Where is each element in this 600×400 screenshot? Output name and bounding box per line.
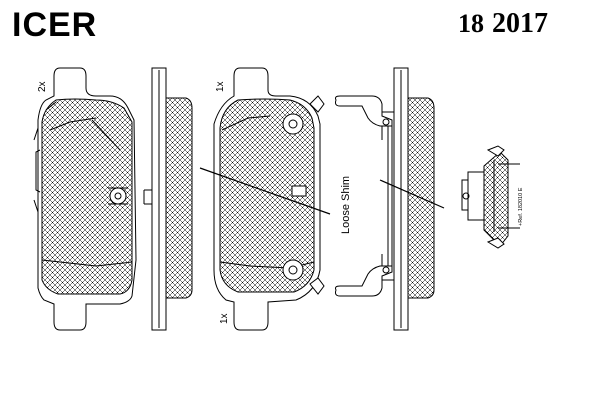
section-line-side-2 bbox=[379, 179, 445, 209]
qty-lower-label: 1x bbox=[219, 313, 230, 324]
qty-left-label: 2x bbox=[37, 81, 48, 92]
brand-logo: ICER bbox=[12, 6, 98, 44]
part-number-code: 2017 bbox=[492, 8, 548, 39]
shim-clip-bottom bbox=[335, 265, 393, 297]
backing-plate-middle bbox=[213, 67, 321, 331]
section-line-middle bbox=[199, 167, 331, 215]
brake-pad-middle bbox=[213, 67, 325, 331]
qty-upper-label: 1x bbox=[215, 81, 226, 92]
shim-clip-top bbox=[335, 95, 393, 127]
friction-material-left bbox=[41, 98, 133, 295]
loose-shim-label: Loose Shim bbox=[340, 176, 352, 234]
ref-note: +Ref. 182010 E bbox=[518, 187, 524, 226]
wear-sensor-detail bbox=[461, 145, 520, 249]
backing-plate-left bbox=[37, 67, 137, 331]
side-view-1 bbox=[143, 67, 193, 331]
brake-pad-left bbox=[33, 67, 137, 331]
friction-material-middle bbox=[219, 98, 315, 293]
friction-material-side-1 bbox=[165, 97, 193, 299]
part-number: 18 2017 bbox=[458, 10, 548, 38]
part-number-series: 18 bbox=[458, 9, 484, 38]
